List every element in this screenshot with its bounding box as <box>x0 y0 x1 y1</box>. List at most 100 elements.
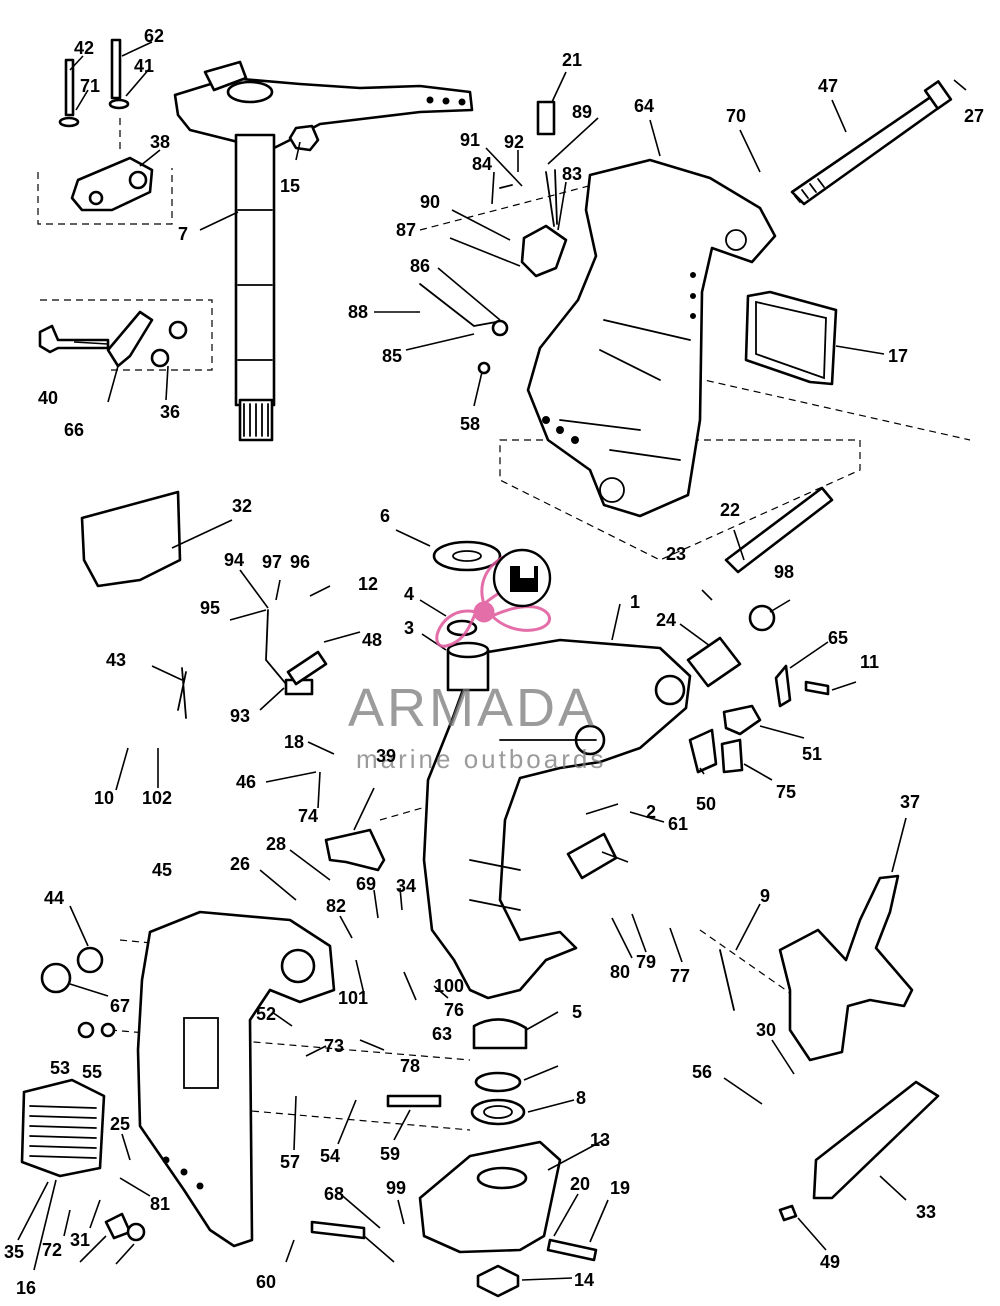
callout-label: 93 <box>230 706 250 726</box>
callout-label: 24 <box>656 610 676 630</box>
left-misc-parts <box>80 490 386 872</box>
callout-label: 9 <box>760 886 770 906</box>
callout-label: 91 <box>460 130 480 150</box>
callout-label: 1 <box>630 592 640 612</box>
swivel-bracket-64-part <box>526 158 777 518</box>
callout-label: 89 <box>572 102 592 122</box>
callout-label: 65 <box>828 628 848 648</box>
callout-label: 7 <box>178 224 188 244</box>
callout-label: 20 <box>570 1174 590 1194</box>
callout-label: 12 <box>358 574 378 594</box>
stern-bracket-1-part <box>422 638 692 1000</box>
watermark-tagline: marine outboards <box>356 744 606 774</box>
callout-label: 78 <box>400 1056 420 1076</box>
callout-label: 52 <box>256 1004 276 1024</box>
callout-label: 8 <box>576 1088 586 1108</box>
link-plate-66-part <box>38 310 188 368</box>
callout-label: 42 <box>74 38 94 58</box>
callout-label: 10 <box>94 788 114 808</box>
callout-label: 37 <box>900 792 920 812</box>
watermark-brand: ARMADA <box>348 678 597 738</box>
callout-label: 100 <box>434 976 464 996</box>
callout-label: 4 <box>404 584 414 604</box>
cover-17-part <box>744 290 838 386</box>
callout-label: 3 <box>404 618 414 638</box>
bolt-parts <box>40 946 798 1262</box>
callout-label: 50 <box>696 794 716 814</box>
callout-label: 72 <box>42 1240 62 1260</box>
callout-label: 60 <box>256 1272 276 1292</box>
grille-plate-16-part <box>20 1078 106 1178</box>
callout-label: 79 <box>636 952 656 972</box>
callout-label: 15 <box>280 176 300 196</box>
callout-label: 48 <box>362 630 382 650</box>
callout-label: 102 <box>142 788 172 808</box>
steering-arm-part <box>173 60 474 442</box>
callout-label: 21 <box>562 50 582 70</box>
clamp-bracket-45-part <box>136 910 336 1248</box>
callout-label: 96 <box>290 552 310 572</box>
callout-label: 33 <box>916 1202 936 1222</box>
callout-label: 36 <box>160 402 180 422</box>
callout-label: 57 <box>280 1152 300 1172</box>
harness-parts <box>419 100 568 375</box>
callout-label: 46 <box>236 772 256 792</box>
tilt-tube-47-part <box>790 80 953 206</box>
small-right-parts <box>688 664 830 774</box>
callout-label: 95 <box>200 598 220 618</box>
callout-label: 35 <box>4 1242 24 1262</box>
callout-label: 39 <box>376 746 396 766</box>
callout-label: 73 <box>324 1036 344 1056</box>
callout-label: 11 <box>860 652 879 672</box>
callout-label: 75 <box>776 782 796 802</box>
callout-label: 76 <box>444 1000 464 1020</box>
callout-label: 94 <box>224 550 244 570</box>
callout-label: 88 <box>348 302 368 322</box>
callout-label: 101 <box>338 988 368 1008</box>
plate-33-part <box>812 1080 940 1200</box>
callout-label: 56 <box>692 1062 712 1082</box>
callout-label: 97 <box>262 552 282 572</box>
callout-label: 62 <box>144 26 164 46</box>
callout-label: 5 <box>572 1002 582 1022</box>
callout-label: 86 <box>410 256 430 276</box>
callout-label: 17 <box>888 346 908 366</box>
callout-label: 34 <box>396 876 416 896</box>
callout-label: 80 <box>610 962 630 982</box>
callout-label: 45 <box>152 860 172 880</box>
callout-label: 77 <box>670 966 690 986</box>
callout-label: 31 <box>70 1230 90 1250</box>
callout-label: 71 <box>80 76 100 96</box>
callout-label: 26 <box>230 854 250 874</box>
callout-label: 81 <box>150 1194 170 1214</box>
callout-label: 53 <box>50 1058 70 1078</box>
watermark-badge-icon <box>492 548 552 608</box>
callout-label: 41 <box>134 56 154 76</box>
callout-label: 6 <box>380 506 390 526</box>
callout-label: 61 <box>668 814 688 834</box>
tilt-lever-37-part <box>719 874 914 1062</box>
callout-label: 92 <box>504 132 524 152</box>
callout-label: 63 <box>432 1024 452 1044</box>
callout-label: 59 <box>380 1144 400 1164</box>
callout-label: 44 <box>44 888 64 908</box>
callout-label: 2 <box>646 802 656 822</box>
callout-label: 83 <box>562 164 582 184</box>
callout-label: 30 <box>756 1020 776 1040</box>
bushing-parts <box>432 540 502 692</box>
callout-label: 18 <box>284 732 304 752</box>
callout-label: 23 <box>666 544 686 564</box>
callout-label: 19 <box>610 1178 630 1198</box>
callout-label: 14 <box>574 1270 594 1290</box>
callout-label: 68 <box>324 1184 344 1204</box>
callout-label: 66 <box>64 420 84 440</box>
bracket-38-part <box>58 38 154 212</box>
callout-label: 51 <box>802 744 822 764</box>
callout-label: 98 <box>774 562 794 582</box>
lower-swivel-parts <box>418 1018 562 1298</box>
callout-label: 32 <box>232 496 252 516</box>
callout-label: 16 <box>16 1278 36 1298</box>
callout-labels: 1 2 3 4 5 6 7 8 9 10 11 12 13 14 15 16 1… <box>4 26 984 1298</box>
callout-label: 85 <box>382 346 402 366</box>
